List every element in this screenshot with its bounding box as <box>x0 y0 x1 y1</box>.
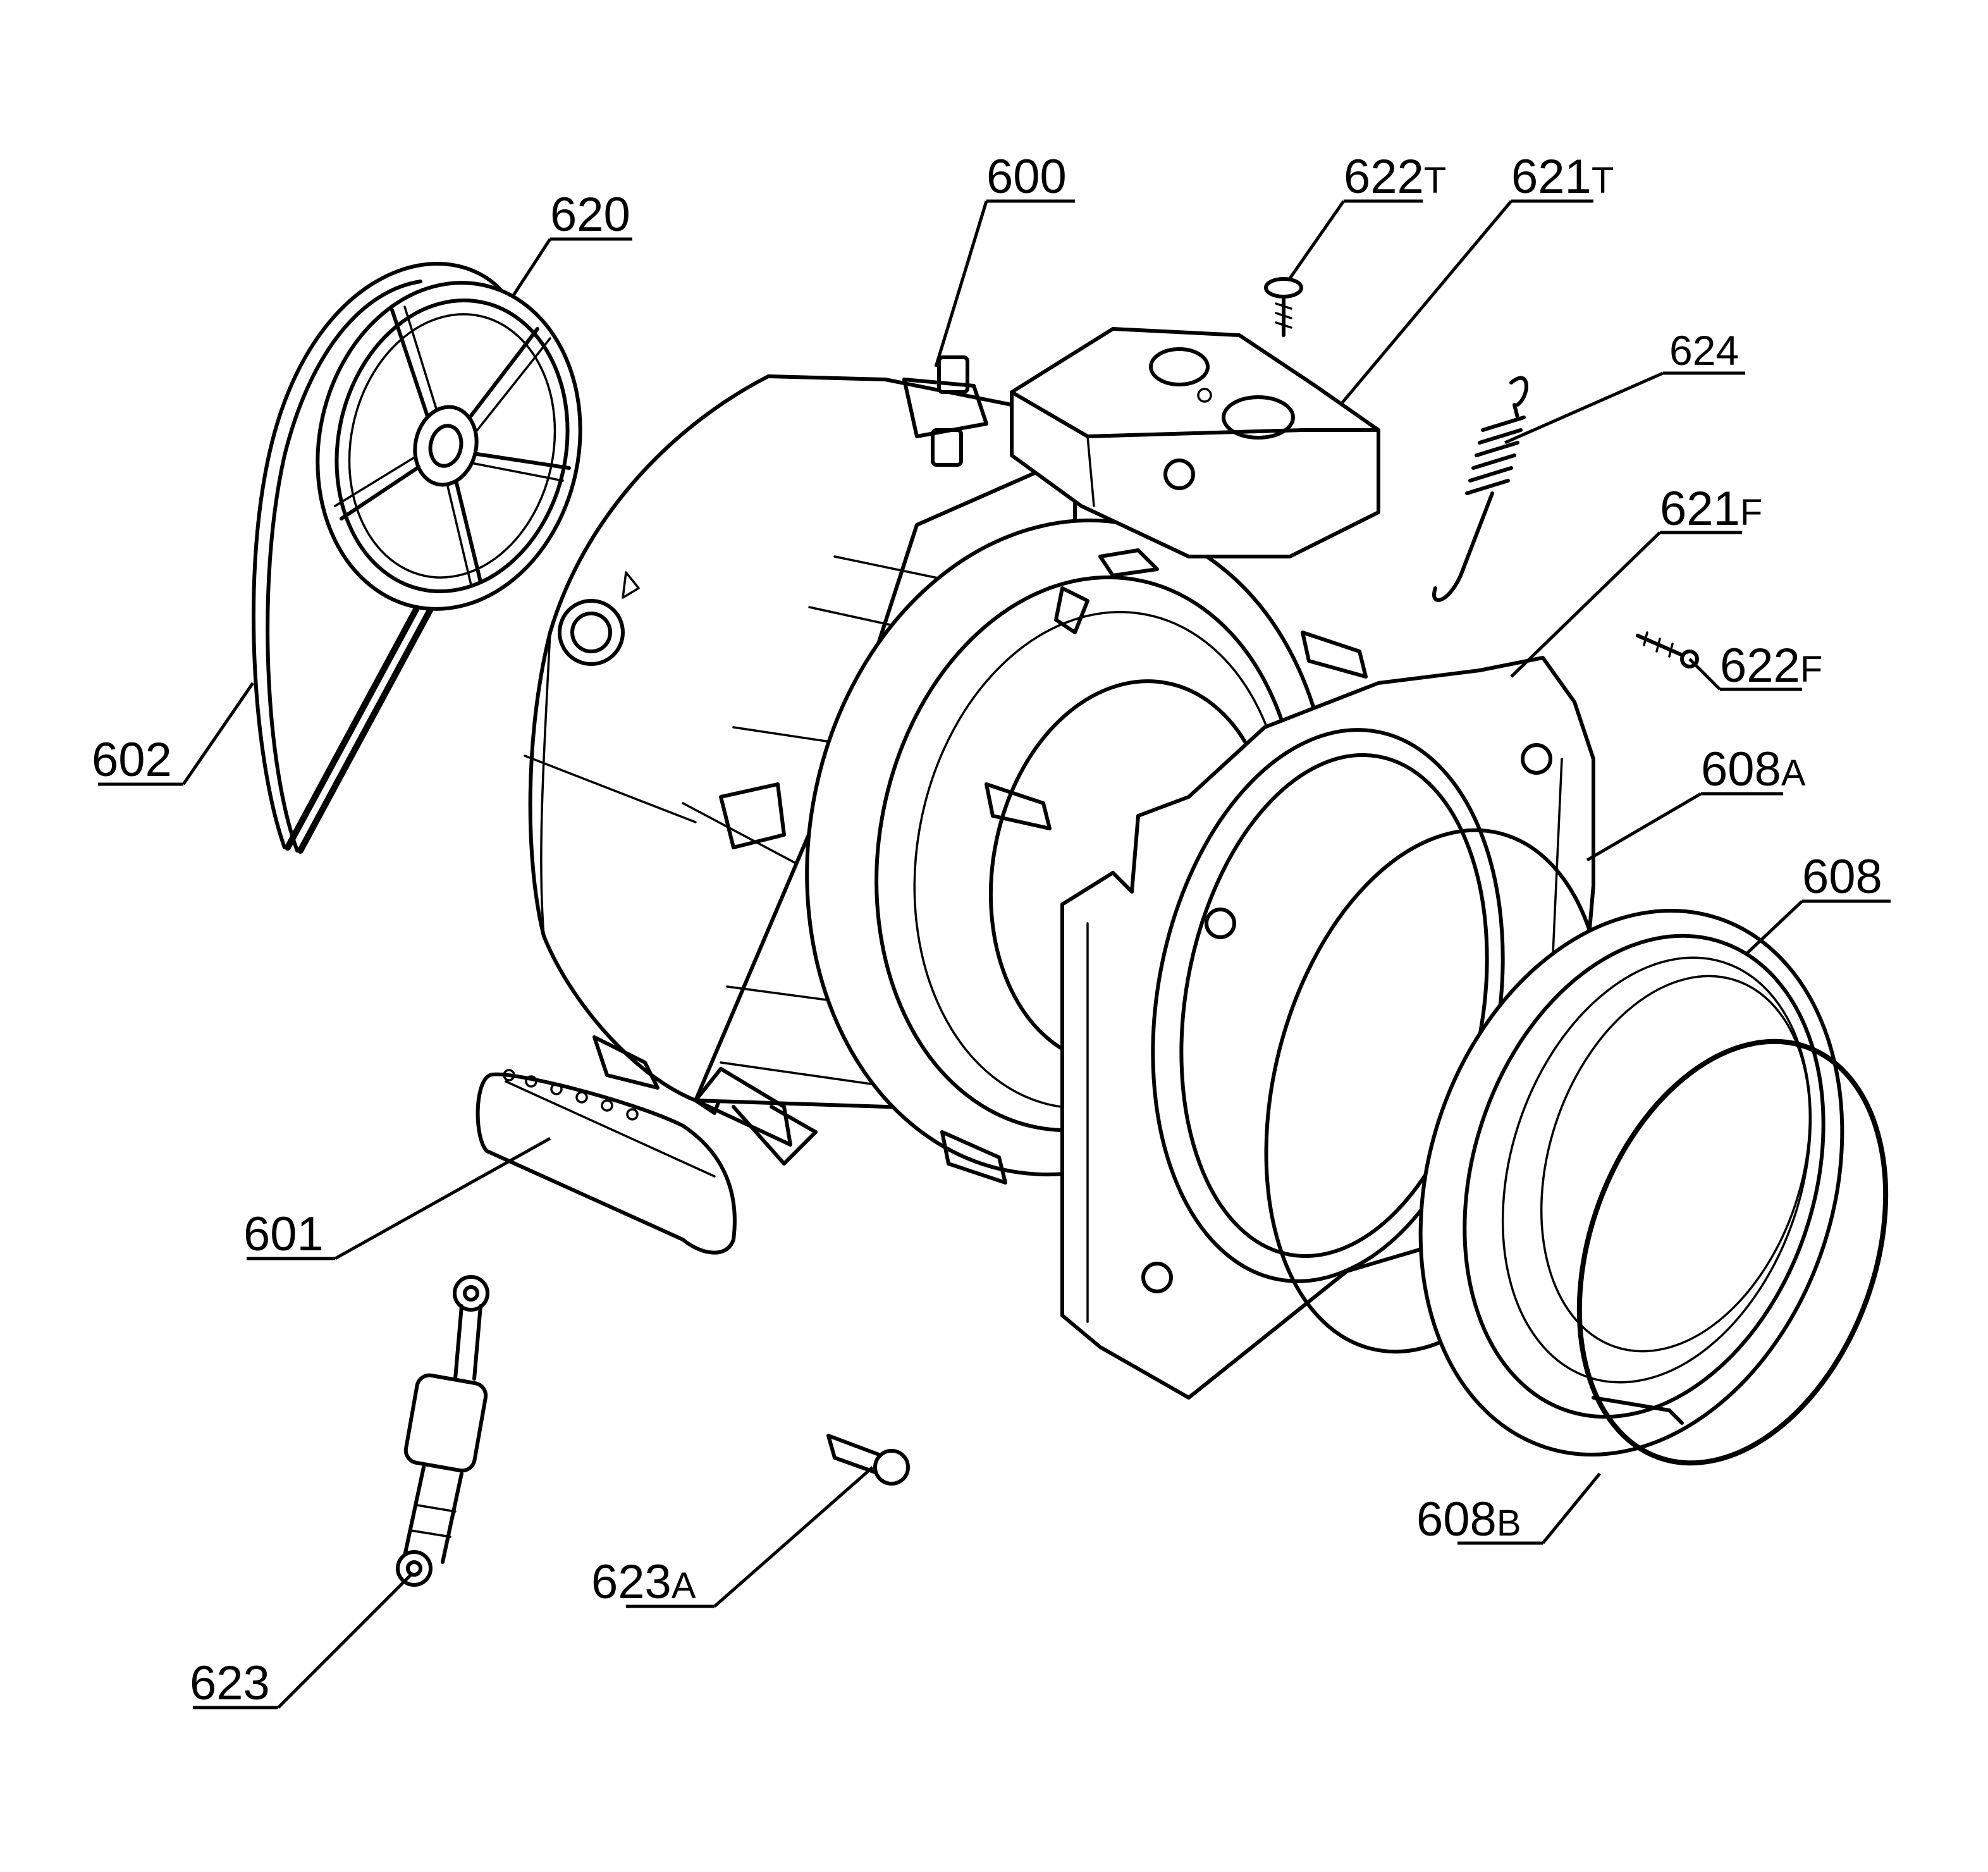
callout-608: 608 <box>1802 850 1882 904</box>
callout-623: 623 <box>190 1656 270 1710</box>
part-621t-top-counterweight <box>1010 327 1380 577</box>
callout-623a: 623A <box>591 1555 696 1609</box>
callout-602: 602 <box>92 733 172 787</box>
callout-621t: 621T <box>1511 150 1614 204</box>
callout-622t: 622T <box>1344 150 1446 204</box>
callout-608b: 608B <box>1416 1493 1521 1546</box>
leader-lines <box>98 199 1891 1709</box>
part-602-drive-belt <box>252 261 508 854</box>
part-623a-pin <box>826 1434 910 1486</box>
part-620-pulley <box>316 281 582 611</box>
callout-620: 620 <box>550 188 630 242</box>
callout-624: 624 <box>1669 327 1739 374</box>
part-624-spring <box>1432 376 1528 602</box>
callout-labels: 600 620 622T 621T 624 621F 622F 608A 608… <box>92 150 1882 1710</box>
callout-621f: 621F <box>1660 482 1762 536</box>
part-608b-gasket-band <box>1576 1038 1889 1466</box>
part-622t-screw <box>1264 277 1303 337</box>
callout-608a: 608A <box>1701 742 1806 796</box>
part-601-drum-lifter <box>476 1069 737 1255</box>
part-623-shock-absorber <box>396 1275 489 1587</box>
callout-600: 600 <box>986 150 1067 204</box>
part-622f-screw <box>1636 631 1699 668</box>
callout-622f: 622F <box>1720 639 1822 693</box>
callout-601: 601 <box>243 1207 324 1261</box>
